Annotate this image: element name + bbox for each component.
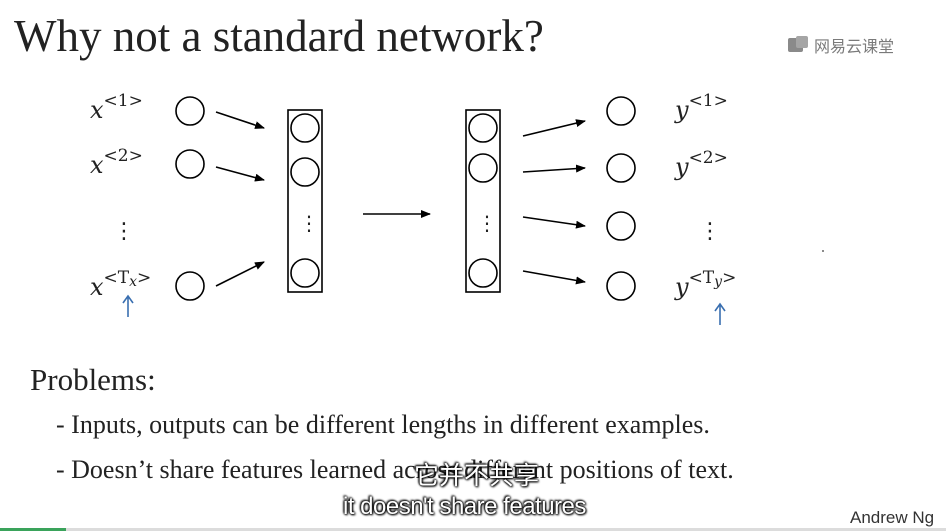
arrow-icon <box>522 119 586 137</box>
output-label-ty: y<Ty> <box>674 268 736 301</box>
output-label-2: y<2> <box>674 148 728 181</box>
hidden-layer-1 <box>287 109 323 293</box>
progress-bar-track[interactable] <box>0 528 946 531</box>
input-label-2: x<2> <box>90 146 143 179</box>
network-diagram: x<1> x<2> ⋮ x<Tx> ⋮ ⋮ y<1> y<2> ⋮ <box>90 91 824 325</box>
author-name: Andrew Ng <box>850 508 935 527</box>
annotation-up-arrow-icon <box>714 302 726 325</box>
problem-item-2: - Doesn’t share features learned across … <box>56 455 734 484</box>
input-node <box>175 271 205 301</box>
arrow-icon <box>215 261 265 287</box>
problems-heading: Problems: <box>30 362 156 397</box>
arrow-icon <box>522 216 586 229</box>
output-node <box>606 96 636 126</box>
progress-bar-fill <box>0 528 66 531</box>
problem-item-1: - Inputs, outputs can be different lengt… <box>56 410 710 439</box>
arrow-icon <box>215 111 265 129</box>
input-ellipsis: ⋮ <box>113 219 135 244</box>
hidden-node <box>468 113 498 143</box>
hidden-node <box>468 153 498 183</box>
input-label-tx: x<Tx> <box>90 268 151 301</box>
subtitle-english: it doesn't share features <box>343 493 586 520</box>
input-node <box>175 149 205 179</box>
input-node <box>175 96 205 126</box>
subtitle-chinese: 它并不共享 <box>414 461 540 490</box>
cloud-class-logo-icon <box>788 36 808 54</box>
output-node <box>606 211 636 241</box>
hidden-layer-2 <box>465 109 501 293</box>
hidden-node <box>290 113 320 143</box>
output-label-1: y<1> <box>674 91 728 124</box>
hidden-node <box>290 157 320 187</box>
output-ellipsis: ⋮ <box>699 219 721 244</box>
slide-title: Why not a standard network? <box>14 11 544 61</box>
arrow-icon <box>522 164 586 173</box>
stray-dot <box>822 250 824 252</box>
output-node <box>606 271 636 301</box>
arrow-icon <box>522 270 586 285</box>
hidden-node <box>290 258 320 288</box>
annotation-up-arrow-icon <box>122 294 134 317</box>
hidden-ellipsis: ⋮ <box>477 211 497 235</box>
watermark-logo: 网易云课堂 <box>788 34 894 56</box>
watermark-text: 网易云课堂 <box>814 37 895 56</box>
output-node <box>606 153 636 183</box>
arrow-icon <box>215 166 265 182</box>
hidden-ellipsis: ⋮ <box>299 211 319 235</box>
input-label-1: x<1> <box>90 91 143 124</box>
hidden-node <box>468 258 498 288</box>
